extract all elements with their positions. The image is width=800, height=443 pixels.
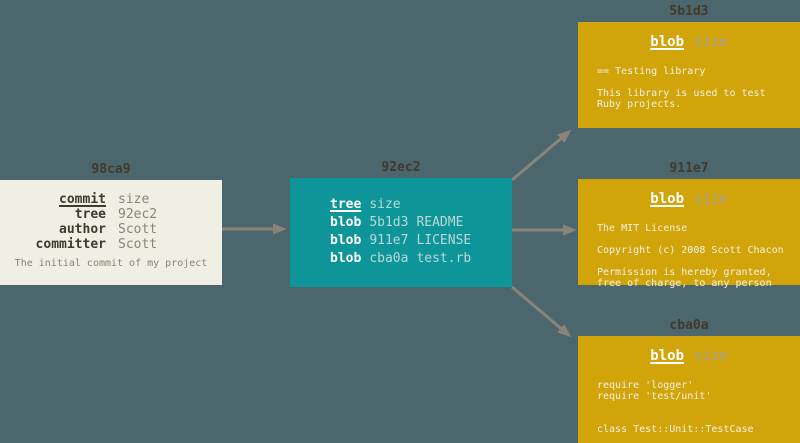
blob-content-line: Copyright (c) 2008 Scott Chacon <box>597 245 784 256</box>
commit-field-label: commit <box>59 192 106 207</box>
blob-content-line: This library is used to test <box>597 88 766 99</box>
commit-field-value: Scott <box>118 237 158 252</box>
commit-message: The initial commit of my project <box>14 258 208 269</box>
blob-content: == Testing library This library is used … <box>578 66 800 110</box>
arrow-tree-to-blob-5b1d3 <box>511 129 572 182</box>
blob-header: blob size <box>578 336 800 364</box>
blob-content-line <box>597 256 800 267</box>
blob-header: blob size <box>578 179 800 207</box>
blob-object-title: cba0a <box>669 318 709 333</box>
entry-type: blob <box>330 233 362 248</box>
tree-entry-row: blob 5b1d3 README <box>330 214 512 232</box>
blob-type-label: blob <box>650 348 684 364</box>
tree-header-row: tree size <box>330 196 512 214</box>
blob-content-line <box>597 413 800 424</box>
tree-entry-row: blob cba0a test.rb <box>330 250 512 268</box>
tree-size-label: size <box>369 197 401 212</box>
blob-content-line: require 'logger' <box>597 380 694 391</box>
blob-object-box-testrb: blob size require 'logger' require 'test/… <box>578 336 800 443</box>
blob-object-title: 5b1d3 <box>669 4 709 19</box>
tree-object-title: 92ec2 <box>381 160 421 175</box>
commit-field-value: Scott <box>118 222 158 237</box>
blob-content-line <box>597 77 800 88</box>
entry-filename: README <box>416 215 464 230</box>
tree-entries: tree size blob 5b1d3 README blob 911e7 LICENS… <box>290 178 512 268</box>
tree-entry-row: blob 911e7 LICENSE <box>330 232 512 250</box>
blob-size-label: size <box>694 34 728 50</box>
commit-field-label: tree <box>74 207 106 222</box>
commit-field-label: author <box>59 222 106 237</box>
entry-hash: cba0a <box>369 251 409 266</box>
entry-filename: LICENSE <box>416 233 472 248</box>
tree-object-box: tree size blob 5b1d3 README blob 911e7 LICENS… <box>290 178 512 287</box>
commit-object-title: 98ca9 <box>91 162 131 177</box>
tree-type-label: tree <box>330 197 362 212</box>
blob-content-line: == Testing library <box>597 66 706 77</box>
blob-size-label: size <box>694 191 728 207</box>
entry-hash: 5b1d3 <box>369 215 409 230</box>
blob-size-label: size <box>694 348 728 364</box>
entry-type: blob <box>330 251 362 266</box>
blob-content-line: free of charge, to any person <box>597 278 772 289</box>
entry-type: blob <box>330 215 362 230</box>
commit-field-value: size <box>118 192 150 207</box>
blob-content-line: Ruby projects. <box>597 99 682 110</box>
blob-object-box-readme: blob size == Testing library This library… <box>578 22 800 128</box>
blob-content: The MIT License Copyright (c) 2008 Scott… <box>578 223 800 289</box>
blob-content-line: Permission is hereby granted, <box>597 267 772 278</box>
blob-content-line: class Test::Unit::TestCase <box>597 424 754 435</box>
blob-type-label: blob <box>650 191 684 207</box>
blob-content-line <box>597 402 800 413</box>
blob-type-label: blob <box>650 34 684 50</box>
entry-filename: test.rb <box>416 251 472 266</box>
blob-header: blob size <box>578 22 800 50</box>
blob-content-line: The MIT License <box>597 223 688 234</box>
entry-hash: 911e7 <box>369 233 409 248</box>
commit-field-label: committer <box>35 237 106 252</box>
arrow-tree-to-blob-cba0a <box>511 285 572 338</box>
blob-content: require 'logger' require 'test/unit' cla… <box>578 380 800 435</box>
blob-content-line <box>597 234 800 245</box>
blob-object-box-license: blob size The MIT License Copyright (c) 2… <box>578 179 800 289</box>
commit-field-value: 92ec2 <box>118 207 158 222</box>
blob-object-title: 911e7 <box>669 161 709 176</box>
blob-content-line: require 'test/unit' <box>597 391 712 402</box>
